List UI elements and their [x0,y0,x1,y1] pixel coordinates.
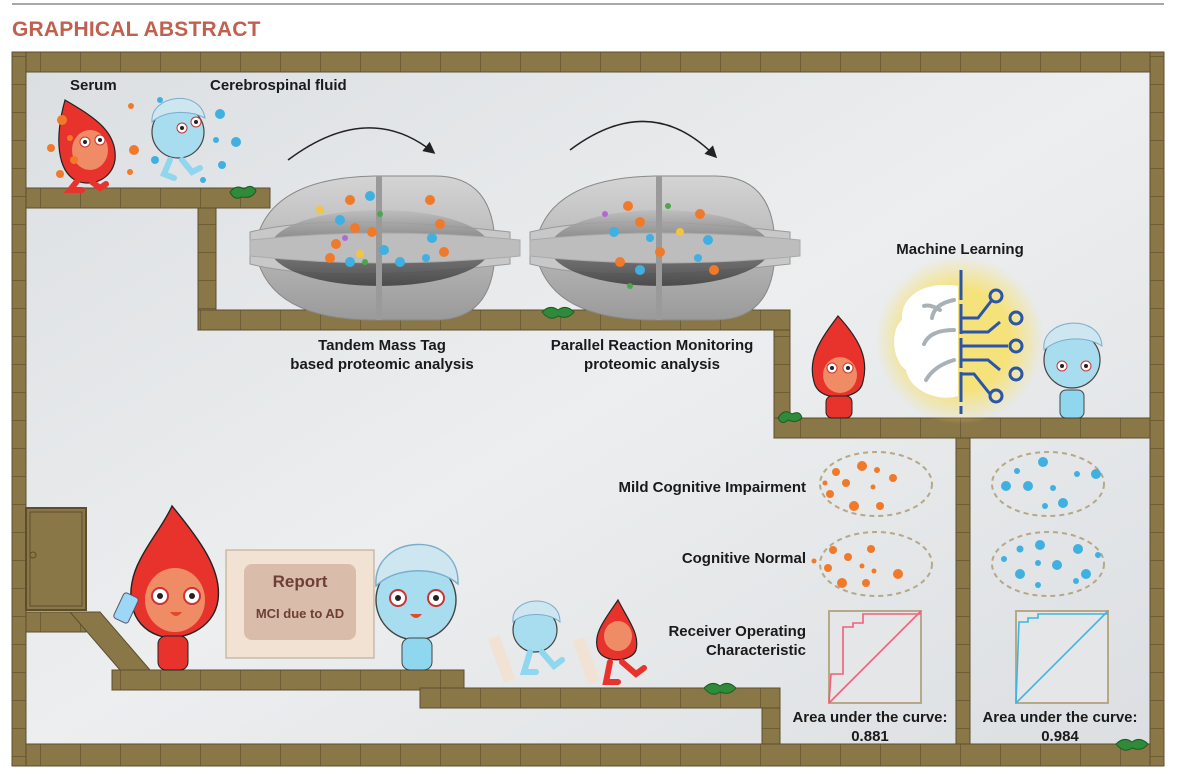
auc-serum-value: 0.881 [851,728,889,745]
prm-label: Parallel Reaction Monitoring proteomic a… [532,336,772,374]
wall-bottom [11,743,1165,767]
prm-ions [602,201,719,289]
tmt-ions [316,191,449,267]
report-scroll [225,549,375,659]
roc-serum-diagonal [828,610,922,704]
mci-csf-dots [1001,457,1101,509]
roc-csf-diagonal [1015,610,1109,704]
mci-serum-cluster-outline [819,451,933,517]
divider-results [955,437,971,745]
csf-character-top [151,97,206,181]
auc-csf-value: 0.984 [1041,728,1079,745]
report-title: Report [272,572,328,591]
moss-3 [777,411,803,424]
auc-serum: Area under the curve: 0.881 [770,708,970,746]
page-title: GRAPHICAL ABSTRACT [12,18,261,41]
machine-learning-label: Machine Learning [896,241,1024,258]
auc-csf-label: Area under the curve: [982,709,1138,726]
roc-plot-csf [1015,610,1109,704]
roc-plot-serum [828,610,922,704]
machine-learning-graphic [876,256,1044,424]
wall-right [1149,51,1165,767]
roc-csf-curve [1015,613,1108,704]
top-divider [12,3,1164,5]
serum-particles [47,103,139,178]
roc-label: Receiver Operating Characteristic [620,622,806,660]
serum-character-ml [811,315,866,419]
door-frame [29,511,83,607]
step-down-1 [197,207,217,313]
wall-left [11,51,27,767]
wall-top [11,51,1165,73]
roc-label-line1: Receiver Operating [668,623,806,640]
platform-start [25,187,271,209]
auc-csf: Area under the curve: 0.984 [960,708,1160,746]
tmt-label-line2: based proteomic analysis [290,356,474,373]
mci-serum-dots [822,461,897,511]
prm-label-line1: Parallel Reaction Monitoring [550,337,754,354]
tmt-label: Tandem Mass Tag based proteomic analysis [262,336,502,374]
door-knob [29,551,37,559]
cn-csf-cluster-outline [991,531,1105,597]
csf-label: Cerebrospinal fluid [210,77,347,94]
step-up [761,707,781,745]
cn-serum-dots [811,545,903,588]
moss-1 [229,185,257,199]
mci-label: Mild Cognitive Impairment [618,479,806,496]
ramp [68,611,152,671]
phone-icon [113,592,139,624]
moss-4 [703,682,737,695]
roc-serum-curve [828,613,921,704]
cn-serum-cluster-outline [819,531,933,597]
platform-runners [419,687,781,709]
platform-report [111,669,465,691]
csf-character-runner [488,600,565,683]
moss-2 [541,306,575,319]
cn-csf-dots [1001,540,1101,588]
tmt-label-line1: Tandem Mass Tag [318,337,446,354]
csf-character-ml [1043,322,1103,419]
serum-label: Serum [70,77,117,94]
mci-csf-cluster-outline [991,451,1105,517]
csf-particles [151,97,241,183]
csf-character-report [375,543,459,671]
prm-label-line2: proteomic analysis [584,356,720,373]
serum-character-runner [572,598,647,685]
door [25,507,87,611]
roc-label-line2: Characteristic [705,642,806,659]
cn-label: Cognitive Normal [681,550,806,567]
serum-character-report [113,504,220,671]
step-down-2 [773,329,791,421]
report-subtitle: MCI due to AD [255,606,345,621]
moss-5 [1115,738,1149,751]
auc-serum-label: Area under the curve: [792,709,948,726]
